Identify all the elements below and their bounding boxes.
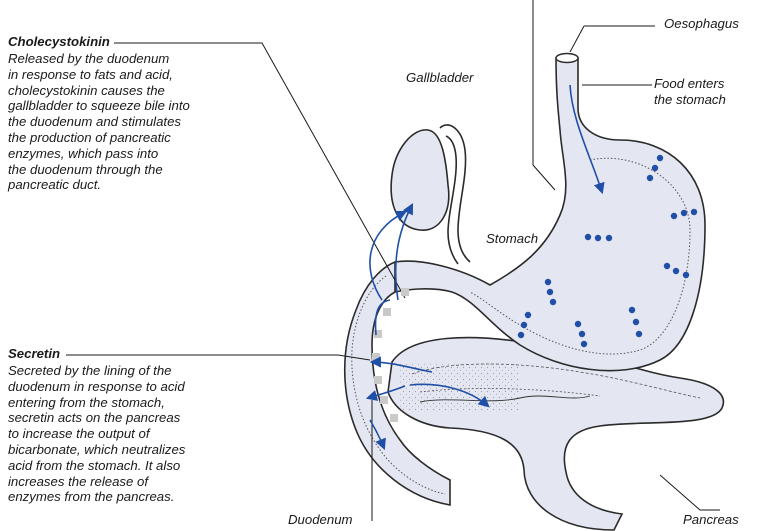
cholecystokinin-title: Cholecystokinin bbox=[8, 34, 110, 50]
secretin-title: Secretin bbox=[8, 346, 60, 362]
cholecystokinin-description: Released by the duodenum in response to … bbox=[8, 51, 190, 193]
gallbladder-organ bbox=[391, 125, 470, 264]
oesophagus-label: Oesophagus bbox=[664, 16, 739, 32]
stomach-label: Stomach bbox=[486, 231, 538, 247]
pancreas-label: Pancreas bbox=[683, 512, 739, 528]
food-enters-label: Food enters the stomach bbox=[654, 76, 726, 108]
secretin-description: Secreted by the lining of the duodenum i… bbox=[8, 363, 185, 505]
duodenum-label: Duodenum bbox=[288, 512, 353, 528]
gallbladder-label: Gallbladder bbox=[406, 70, 473, 86]
